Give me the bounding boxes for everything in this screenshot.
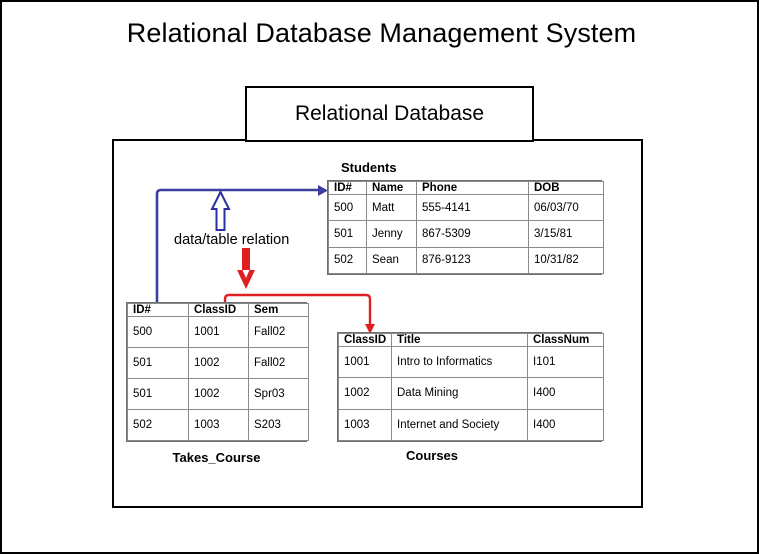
cell-phone: 867-5309 xyxy=(416,220,529,248)
table-header-row: ClassID Title ClassNum xyxy=(338,333,604,347)
cell-sem: Fall02 xyxy=(248,347,309,379)
takes-course-table-caption: Takes_Course xyxy=(172,450,261,465)
column-header-id: ID# xyxy=(127,303,189,317)
column-header-title: Title xyxy=(391,333,528,347)
column-header-classid: ClassID xyxy=(188,303,249,317)
table-row: 500 Matt 555-4141 06/03/70 xyxy=(328,193,604,222)
cell-classid: 1001 xyxy=(338,345,392,379)
cell-classid: 1002 xyxy=(188,378,249,410)
column-header-sem: Sem xyxy=(248,303,309,317)
courses-table-caption: Courses xyxy=(405,448,459,463)
cell-classid: 1002 xyxy=(188,347,249,379)
cell-classid: 1001 xyxy=(188,316,249,348)
cell-dob: 3/15/81 xyxy=(528,220,604,248)
column-header-name: Name xyxy=(366,181,417,195)
cell-id: 502 xyxy=(127,409,189,441)
cell-dob: 10/31/82 xyxy=(528,246,604,275)
cell-id: 500 xyxy=(328,193,367,222)
subtitle-label: Relational Database xyxy=(294,102,485,125)
column-header-phone: Phone xyxy=(416,181,529,195)
courses-table: ClassID Title ClassNum 1001 Intro to Inf… xyxy=(337,332,604,442)
cell-name: Sean xyxy=(366,246,417,275)
column-header-classnum: ClassNum xyxy=(527,333,604,347)
cell-phone: 876-9123 xyxy=(416,246,529,275)
column-header-classid: ClassID xyxy=(338,333,392,347)
cell-title: Intro to Informatics xyxy=(391,345,528,379)
table-row: 1003 Internet and Society I400 xyxy=(338,408,604,442)
cell-id: 501 xyxy=(127,347,189,379)
column-header-dob: DOB xyxy=(528,181,604,195)
cell-name: Matt xyxy=(366,193,417,222)
page-title: Relational Database Management System xyxy=(126,18,637,48)
cell-sem: S203 xyxy=(248,409,309,441)
cell-id: 500 xyxy=(127,316,189,348)
cell-id: 501 xyxy=(127,378,189,410)
cell-id: 502 xyxy=(328,246,367,275)
table-header-row: ID# ClassID Sem xyxy=(127,303,309,317)
table-row: 502 Sean 876-9123 10/31/82 xyxy=(328,246,604,275)
table-row: 501 1002 Fall02 xyxy=(127,347,309,379)
cell-sem: Fall02 xyxy=(248,316,309,348)
cell-classnum: I101 xyxy=(527,345,604,379)
table-header-row: ID# Name Phone DOB xyxy=(328,181,604,195)
column-header-id: ID# xyxy=(328,181,367,195)
takes-course-table: ID# ClassID Sem 500 1001 Fall02 501 1002… xyxy=(126,302,309,442)
table-row: 501 1002 Spr03 xyxy=(127,378,309,410)
cell-classnum: I400 xyxy=(527,377,604,410)
cell-classnum: I400 xyxy=(527,408,604,442)
table-row: 1001 Intro to Informatics I101 xyxy=(338,345,604,379)
table-row: 1002 Data Mining I400 xyxy=(338,377,604,410)
table-row: 502 1003 S203 xyxy=(127,409,309,441)
students-table-caption: Students xyxy=(341,160,397,175)
cell-name: Jenny xyxy=(366,220,417,248)
table-row: 500 1001 Fall02 xyxy=(127,316,309,348)
subtitle-box: Relational Database xyxy=(245,86,534,142)
cell-dob: 06/03/70 xyxy=(528,193,604,222)
students-table: ID# Name Phone DOB 500 Matt 555-4141 06/… xyxy=(327,180,604,275)
cell-sem: Spr03 xyxy=(248,378,309,410)
table-row: 501 Jenny 867-5309 3/15/81 xyxy=(328,220,604,248)
cell-title: Internet and Society xyxy=(391,408,528,442)
cell-classid: 1003 xyxy=(338,408,392,442)
cell-title: Data Mining xyxy=(391,377,528,410)
cell-classid: 1002 xyxy=(338,377,392,410)
relation-label: data/table relation xyxy=(174,232,290,248)
cell-id: 501 xyxy=(328,220,367,248)
cell-phone: 555-4141 xyxy=(416,193,529,222)
cell-classid: 1003 xyxy=(188,409,249,441)
